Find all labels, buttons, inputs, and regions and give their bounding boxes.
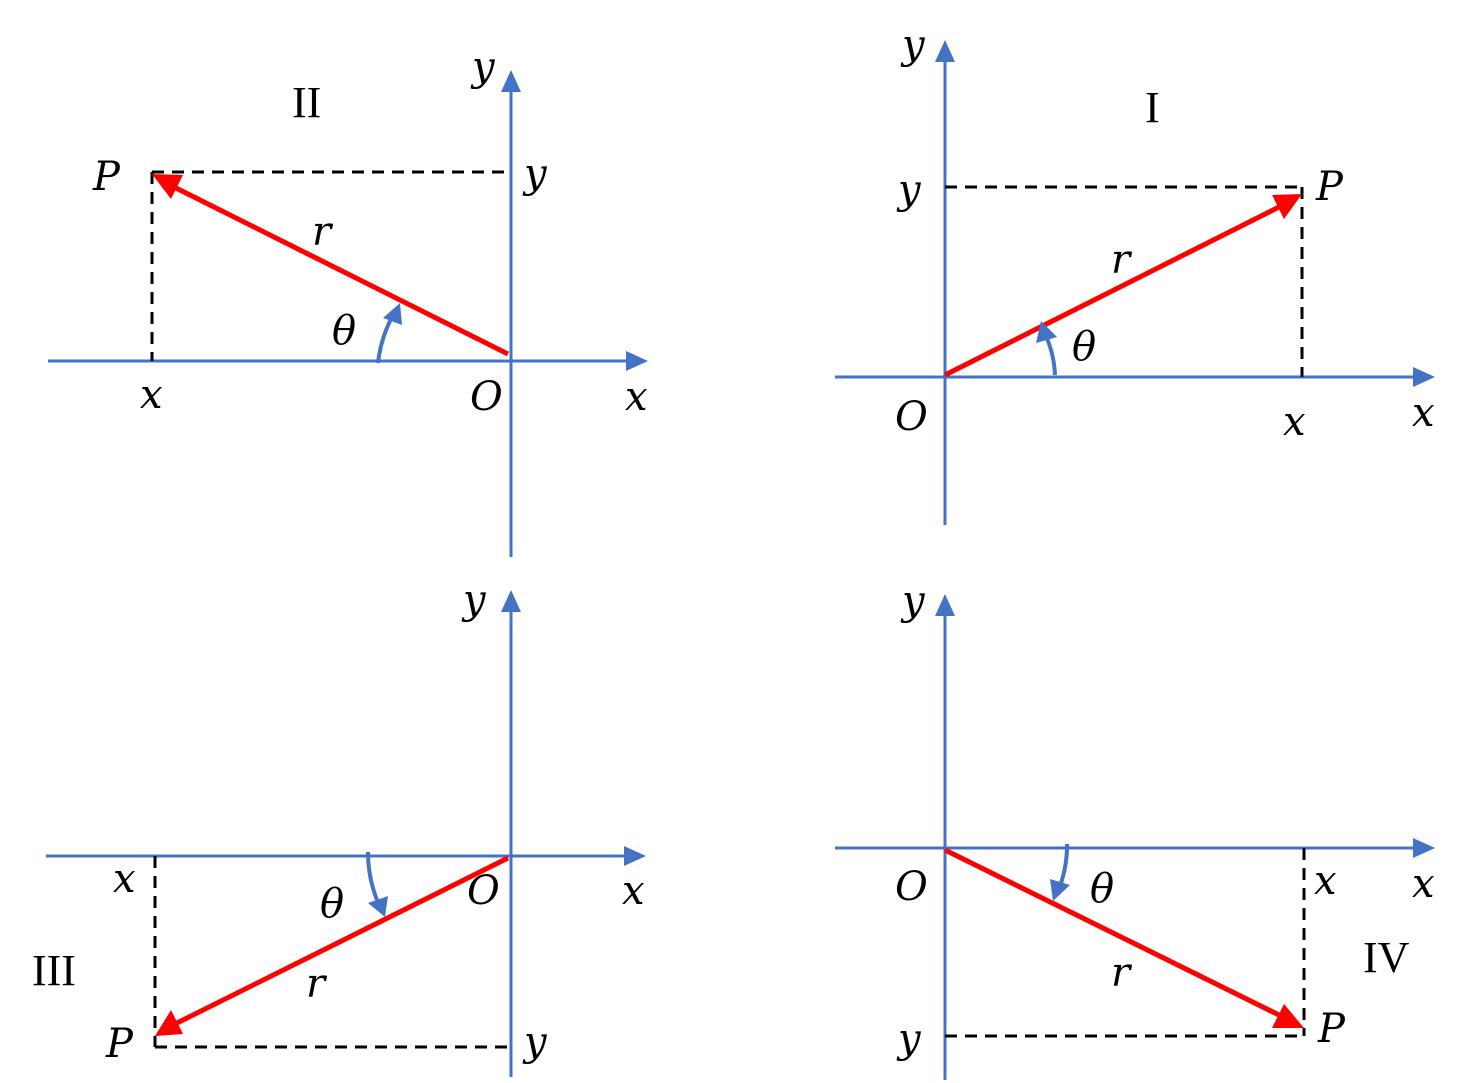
y-axis-arrowhead (501, 70, 521, 92)
r-label: r (312, 209, 334, 255)
origin-label: O (470, 374, 503, 420)
angle-arrowhead (368, 896, 388, 917)
panel-quadrant-IV: IV P y y O θ x x r (835, 578, 1435, 1080)
x-coordinate-label: x (1314, 858, 1337, 904)
vector-arrowhead (1272, 194, 1302, 219)
angle-arrowhead (383, 303, 402, 325)
y-axis-arrowhead (935, 594, 955, 616)
x-axis-arrowhead (1413, 838, 1435, 858)
x-coordinate-label: x (113, 856, 136, 902)
r-label: r (1111, 237, 1133, 283)
quadrant-label: IV (1363, 933, 1410, 982)
y-coordinate-label: y (896, 1016, 922, 1062)
vector-arrowhead (152, 174, 183, 199)
vector-arrowhead (155, 1010, 183, 1036)
angle-arrowhead (1050, 879, 1070, 901)
point-label-P: P (105, 1021, 134, 1067)
theta-label: θ (1072, 324, 1096, 370)
r-label: r (1111, 950, 1133, 996)
y-coordinate-label: y (896, 167, 922, 213)
theta-label: θ (332, 308, 356, 354)
x-axis-label: x (622, 868, 645, 914)
origin-label: O (467, 868, 500, 914)
origin-label: O (895, 864, 928, 910)
angle-arc (1058, 843, 1070, 887)
vector-arrowhead (1272, 1004, 1304, 1028)
y-axis-arrowhead (935, 40, 955, 62)
vector-r (943, 202, 1285, 378)
point-label-P: P (92, 154, 121, 200)
x-axis-arrowhead (626, 351, 648, 371)
theta-label: θ (1090, 866, 1114, 912)
panel-quadrant-I: I P y y r θ O x x (835, 22, 1435, 525)
vector-r (173, 855, 510, 1027)
quadrant-label: III (32, 946, 76, 995)
x-coordinate-label: x (140, 372, 163, 418)
x-axis-arrowhead (624, 846, 646, 866)
y-axis-label: y (900, 22, 926, 68)
x-coordinate-label: x (1283, 399, 1306, 445)
vector-r (943, 847, 1287, 1021)
theta-label: θ (320, 881, 344, 927)
point-label-P: P (1315, 164, 1344, 210)
r-label: r (306, 961, 328, 1007)
angle-arc (365, 851, 379, 901)
point-label-P: P (1317, 1006, 1346, 1052)
x-axis-label: x (1412, 861, 1435, 907)
quadrant-label: I (1145, 83, 1160, 132)
y-axis-arrowhead (501, 590, 521, 612)
x-axis-label: x (625, 374, 648, 420)
y-axis-label: y (461, 577, 487, 623)
x-axis-arrowhead (1413, 367, 1435, 387)
panel-quadrant-III: III P y y x θ O x r (32, 577, 646, 1077)
angle-arc (1044, 335, 1057, 376)
y-axis-label: y (470, 44, 496, 90)
quadrant-label: II (292, 78, 321, 127)
origin-label: O (895, 394, 928, 440)
panel-quadrant-II: II P y y r θ x O x (48, 44, 648, 557)
y-coordinate-label: y (522, 151, 548, 197)
x-axis-label: x (1412, 390, 1435, 436)
angle-arrowhead (1036, 321, 1057, 343)
y-coordinate-label: y (522, 1019, 548, 1065)
angle-arc (376, 316, 394, 364)
vector-r (170, 183, 510, 357)
y-axis-label: y (900, 578, 926, 624)
